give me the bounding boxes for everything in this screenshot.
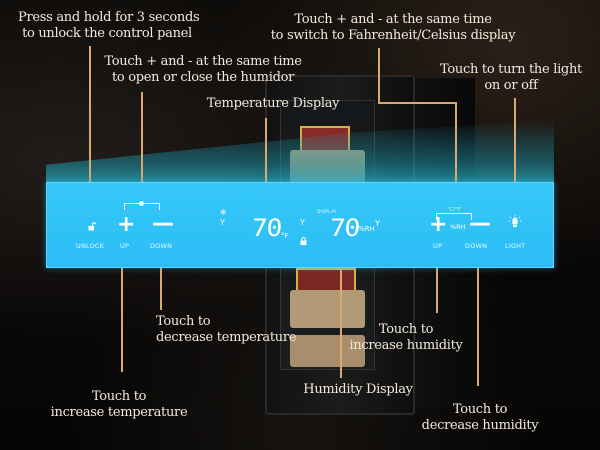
unit-toggle-caption: °C/°F	[446, 207, 463, 213]
callout-unlock: Press and hold for 3 seconds to unlock t…	[18, 10, 200, 42]
callout-line-increase-temp	[121, 268, 123, 372]
callout-increase-humidity: Touch to increase humidity	[344, 322, 468, 354]
callout-unit-switch: Touch + and - at the same time to switch…	[262, 12, 524, 44]
callout-increase-temp-line1: Touch to	[91, 389, 147, 404]
callout-decrease-humidity-line2: decrease humidity	[421, 418, 539, 433]
callout-line-humidity-display	[340, 268, 342, 378]
cedar-tray	[290, 290, 365, 328]
callout-line-unit-switch-v2	[455, 102, 457, 182]
humidity-mode-label: %RH	[450, 223, 466, 231]
callout-unlock-line2: to unlock the control panel	[22, 26, 192, 41]
callout-decrease-humidity-line1: Touch to	[452, 402, 508, 417]
callout-light-line1: Touch to turn the light	[440, 62, 582, 77]
callout-humidor-line2: to open or close the humidor	[111, 70, 295, 85]
callout-humidity-display-text: Humidity Display	[303, 382, 413, 397]
humidity-up-button[interactable]: +	[429, 212, 448, 237]
temp-up-label: UP	[120, 242, 130, 250]
temperature-value: 70	[250, 214, 283, 242]
humidity-value: 70	[328, 214, 361, 242]
callout-line-unit-switch	[378, 48, 380, 103]
humidity-fan-icon: Y	[375, 219, 380, 228]
display-caption: DISPLAY	[317, 210, 337, 215]
callout-light-line2: on or off	[484, 78, 538, 93]
control-panel: UNLOCK + UP — DOWN ❄ Y 70 °F Y DISPLAY 7…	[46, 182, 554, 268]
callout-line-temp-display	[265, 118, 267, 182]
callout-decrease-temperature: Touch to decrease temperature	[156, 314, 296, 346]
callout-unit-switch-line1: Touch + and - at the same time	[294, 12, 492, 27]
callout-increase-humidity-line1: Touch to	[378, 322, 434, 337]
humidity-up-label: UP	[433, 242, 443, 250]
cooling-snowflake-icon: ❄	[220, 208, 227, 217]
temp-up-button[interactable]: +	[117, 212, 136, 237]
light-button[interactable]	[508, 214, 522, 233]
humidity-down-label: DOWN	[465, 242, 488, 250]
light-bulb-icon	[508, 215, 522, 227]
callout-temp-display-text: Temperature Display	[206, 96, 340, 111]
temp-down-label: DOWN	[150, 242, 173, 250]
temp-down-button[interactable]: —	[152, 211, 174, 236]
callout-increase-temp-line2: increase temperature	[50, 405, 188, 420]
callout-decrease-humidity: Touch to decrease humidity	[416, 402, 544, 434]
combo-bracket-unit-toggle	[436, 213, 472, 220]
unlock-label: UNLOCK	[76, 242, 105, 250]
callout-temperature-display: Temperature Display	[200, 96, 346, 112]
humidor-indicator-dot	[139, 201, 144, 206]
callout-line-humidor	[141, 92, 143, 182]
unlock-icon	[88, 222, 97, 231]
cedar-drawer	[290, 335, 365, 367]
callout-line-unit-switch-h	[378, 102, 456, 104]
callout-humidor-open-close: Touch + and - at the same time to open o…	[96, 54, 310, 86]
callout-decrease-temp-line1: Touch to	[156, 314, 211, 329]
unlock-button[interactable]	[88, 216, 97, 235]
humidity-down-button[interactable]: —	[469, 211, 491, 236]
temperature-unit: °F	[281, 232, 289, 240]
callout-unit-switch-line2: to switch to Fahrenheit/Celsius display	[270, 28, 516, 43]
humidifier-fan-icon: Y	[300, 218, 305, 227]
light-label: LIGHT	[505, 242, 526, 250]
cigar-box	[296, 268, 356, 292]
callout-increase-temperature: Touch to increase temperature	[44, 389, 194, 421]
callout-line-light	[514, 98, 516, 182]
callout-unlock-line1: Press and hold for 3 seconds	[18, 10, 200, 25]
lock-icon	[300, 230, 307, 249]
callout-line-decrease-temp	[160, 268, 162, 310]
humidity-unit: %RH	[358, 225, 375, 233]
callout-line-decrease-humidity	[477, 268, 479, 386]
callout-increase-humidity-line2: increase humidity	[349, 338, 463, 353]
callout-humidor-line1: Touch + and - at the same time	[104, 54, 302, 69]
callout-line-unlock	[89, 46, 91, 182]
fan-icon: Y	[220, 218, 225, 227]
callout-decrease-temp-line2: decrease temperature	[156, 330, 297, 345]
callout-humidity-display: Humidity Display	[296, 382, 420, 398]
callout-light: Touch to turn the light on or off	[430, 62, 592, 94]
callout-line-increase-humidity	[436, 268, 438, 313]
